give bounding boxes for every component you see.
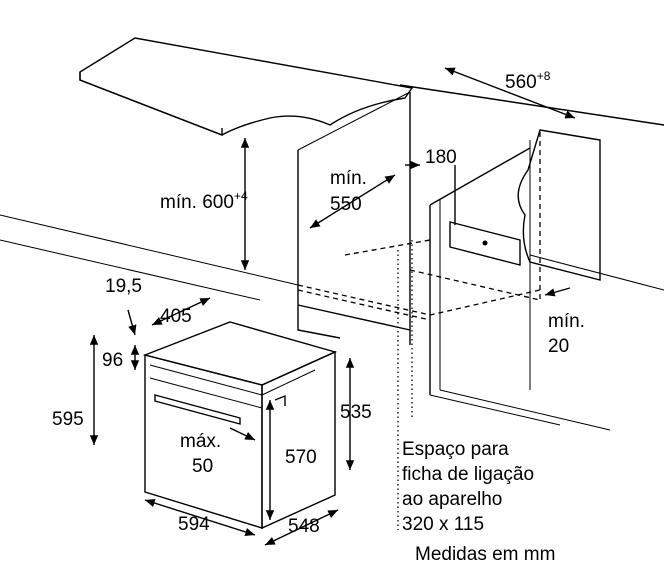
dim-min-550-l1: mín.	[330, 168, 367, 189]
dim-min-550-l2: 550	[330, 194, 362, 215]
dim-min-20-l2: 20	[548, 336, 569, 357]
socket-area	[449, 221, 521, 266]
dim-96: 96	[102, 350, 123, 371]
dim-548: 548	[288, 516, 320, 537]
dim-max-50-l1: máx.	[180, 431, 221, 452]
oven	[142, 321, 338, 530]
dim-535: 535	[340, 402, 372, 423]
socket-note-line2: ficha de ligação	[402, 464, 534, 485]
dimension-lines	[89, 67, 576, 546]
dim-594: 594	[178, 514, 210, 535]
dim-560: 560+8	[505, 69, 551, 93]
cabinet	[0, 91, 664, 431]
dim-180: 180	[425, 147, 457, 168]
oven-handle	[154, 394, 241, 425]
units-note: Medidas em mm	[415, 544, 555, 565]
socket-note-line3: ao aparelho	[402, 489, 502, 510]
socket-note-line1: Espaço para	[402, 439, 509, 460]
socket-point	[482, 240, 488, 246]
dim-19-5: 19,5	[105, 276, 142, 297]
socket-note-line4: 320 x 115	[402, 514, 484, 535]
dim-max-50-l2: 50	[192, 456, 213, 477]
dim-min-600: mín. 600+4	[160, 189, 248, 213]
dim-min-20-l1: mín.	[548, 311, 585, 332]
countertop	[79, 37, 664, 281]
dim-570: 570	[285, 447, 317, 468]
dim-405: 405	[160, 306, 192, 327]
dim-595: 595	[52, 409, 84, 430]
